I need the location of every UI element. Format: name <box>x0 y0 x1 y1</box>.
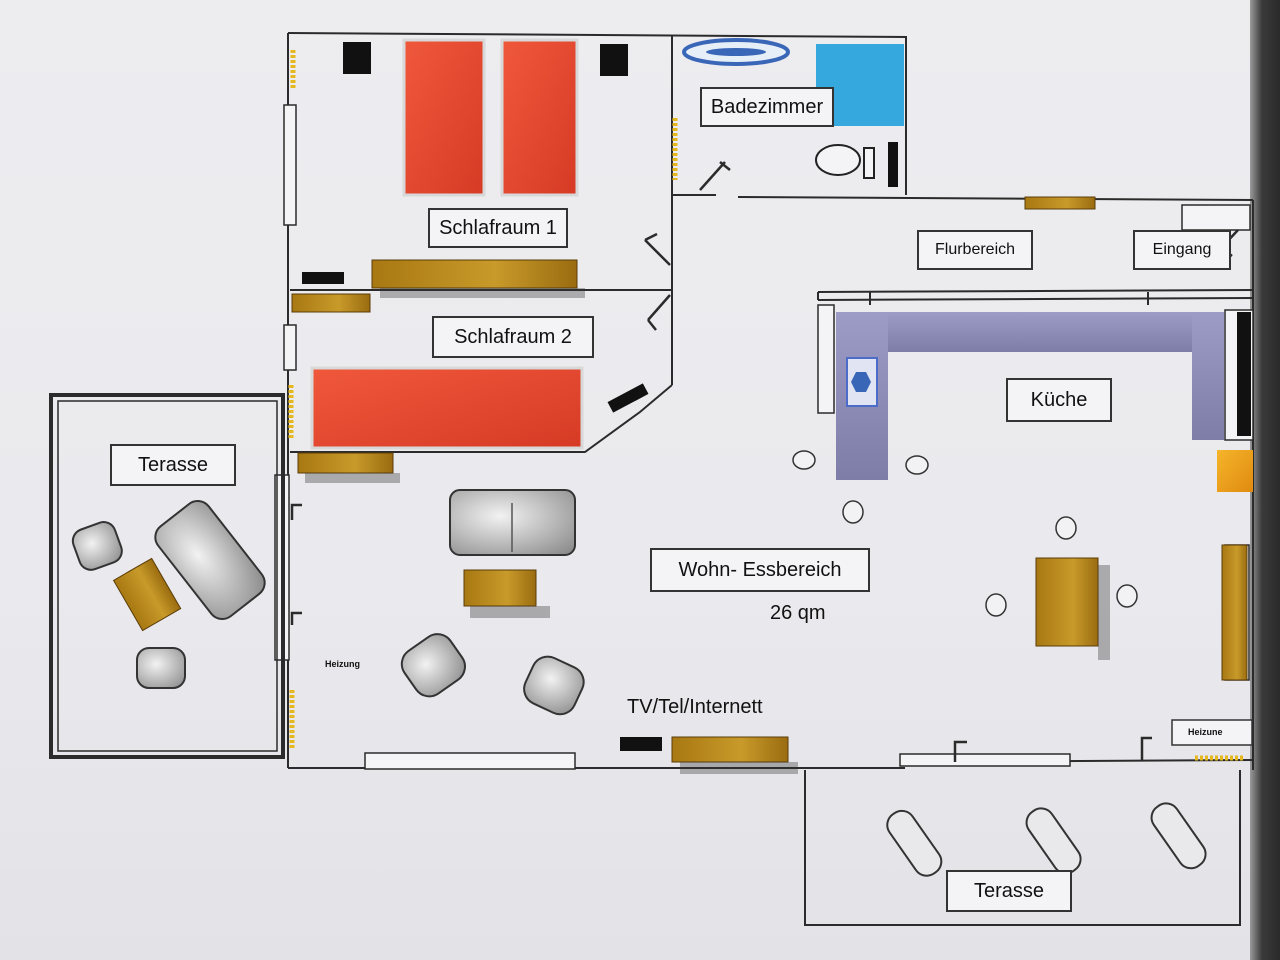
label-tv: TV/Tel/Internett <box>627 696 763 718</box>
label-badezimmer: Badezimmer <box>700 87 834 127</box>
label-eingang: Eingang <box>1133 230 1231 270</box>
label-area: 26 qm <box>770 602 826 624</box>
label-schlafraum-1: Schlafraum 1 <box>428 208 568 248</box>
label-flurbereich: Flurbereich <box>917 230 1033 270</box>
label-wohn-essbereich: Wohn- Essbereich <box>650 548 870 592</box>
label-heizung-kitchen: Heizune <box>1188 727 1223 737</box>
dining-table <box>1035 557 1099 647</box>
beds <box>310 38 584 450</box>
nightstands <box>302 42 662 751</box>
wall-bedroom2-south <box>290 384 673 453</box>
label-heizung-living: Heizung <box>325 659 360 669</box>
chairs <box>792 450 1138 617</box>
label-terasse-west: Terasse <box>110 444 236 486</box>
label-schlafraum-2: Schlafraum 2 <box>432 316 594 358</box>
bathroom-fixtures <box>682 38 904 187</box>
walls <box>287 32 1254 770</box>
south-terrace <box>804 770 1241 926</box>
wall-main-outline <box>287 32 907 195</box>
living-furniture <box>400 489 585 716</box>
heizung-box <box>1171 719 1253 746</box>
label-kueche: Küche <box>1006 378 1112 422</box>
wardrobes <box>291 196 1248 763</box>
table-background <box>1250 0 1280 960</box>
kitchen-counter <box>836 312 1253 492</box>
label-terasse-south: Terasse <box>946 870 1072 912</box>
west-terrace <box>49 393 285 759</box>
wall-hall-north <box>737 196 1254 201</box>
radiators <box>288 50 1245 761</box>
